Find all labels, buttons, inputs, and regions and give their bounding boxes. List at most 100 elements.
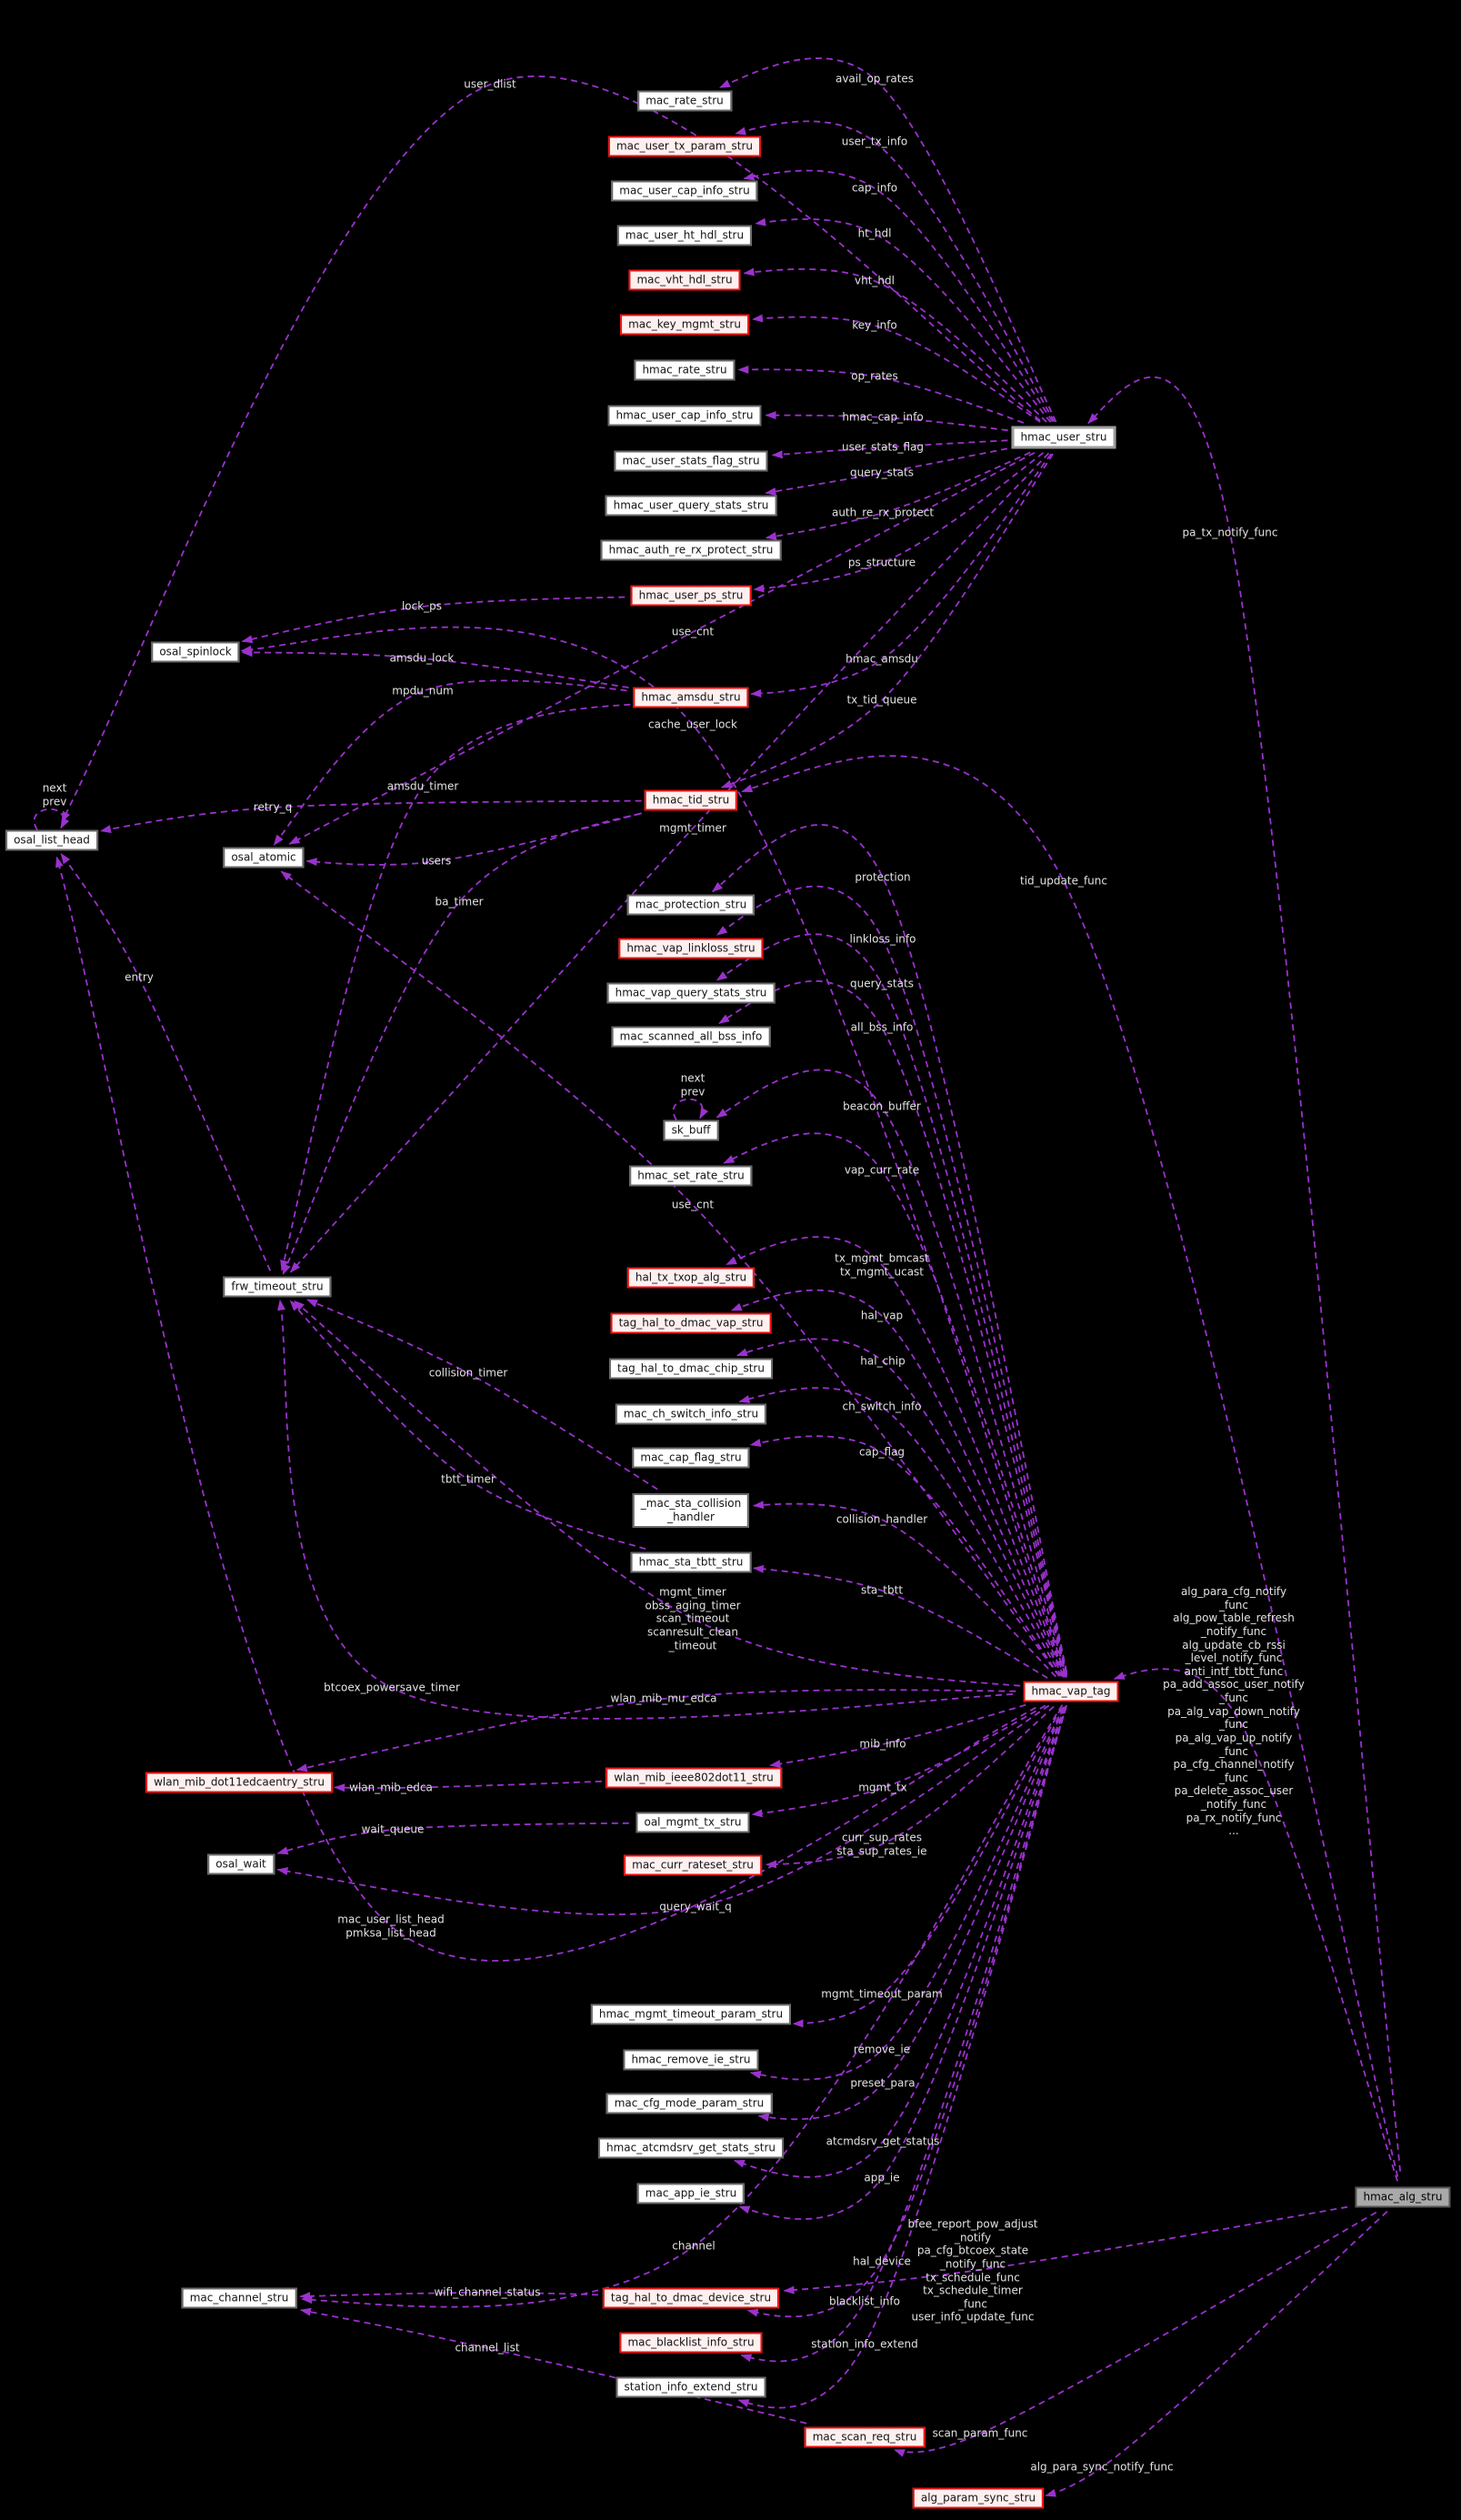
node-hmac_auth_re_rx_protect_stru[interactable]: hmac_auth_re_rx_protect_stru [600,539,782,561]
edge-hmac_alg_stru-mac_scan_req_stru-scan_param_func [894,2211,1377,2457]
node-station_info_extend_stru[interactable]: station_info_extend_stru [615,2376,766,2398]
node-hmac_vap_tag[interactable]: hmac_vap_tag [1023,1681,1119,1702]
edge-hmac_user_stru-mac_user_tx_param_stru-user_tx_info [735,120,1056,423]
node-frw_timeout_stru[interactable]: frw_timeout_stru [223,1276,332,1298]
node-mac_sta_collision_handler[interactable]: _mac_sta_collision _handler [632,1493,750,1528]
edge-hmac_user_stru-mac_key_mgmt_stru-key_info [752,314,1041,423]
edge-hmac_vap_tag-mac_protection_stru-protection [712,824,1068,1672]
edge-oal_mgmt_tx_stru-osal_wait-wait_queue [276,1822,629,1855]
edge-mac_sta_collision_handler-frw_timeout_stru-collision_timer [306,1299,658,1491]
edge-hmac_amsdu_stru-frw_timeout_stru-amsdu_timer [280,703,631,1271]
node-osal_list_head[interactable]: osal_list_head [5,829,98,851]
node-hmac_alg_stru[interactable]: hmac_alg_stru [1355,2186,1451,2208]
node-hmac_user_stru[interactable]: hmac_user_stru [1011,426,1116,449]
node-hmac_mgmt_timeout_param_stru[interactable]: hmac_mgmt_timeout_param_stru [590,2003,792,2025]
node-mac_user_cap_info_stru[interactable]: mac_user_cap_info_stru [611,180,758,202]
node-osal_spinlock[interactable]: osal_spinlock [151,641,240,663]
node-hmac_vap_query_stats_stru[interactable]: hmac_vap_query_stats_stru [606,982,776,1004]
edge-hmac_alg_stru-hmac_user_stru-pa_tx_notify_func [1087,376,1401,2172]
edge-hmac_vap_tag-mac_sta_collision_handler-collision_handler [753,1501,1057,1678]
edge-hmac_vap_tag-mac_channel_stru-channel [301,1704,1064,2308]
edge-hmac_amsdu_stru-osal_spinlock-amsdu_lock [241,648,629,688]
node-hmac_remove_ie_stru[interactable]: hmac_remove_ie_stru [623,2049,759,2071]
edge-mac_scan_req_stru-mac_channel_stru-channel_list [299,2307,807,2425]
node-wlan_mib_ieee802dot11_stru[interactable]: wlan_mib_ieee802dot11_stru [605,1767,782,1789]
edge-hmac_user_stru-hmac_auth_re_rx_protect_stru-auth_re_rx_protect [765,451,1031,540]
node-hmac_user_ps_stru[interactable]: hmac_user_ps_stru [630,585,752,607]
node-tag_hal_to_dmac_device_stru[interactable]: tag_hal_to_dmac_device_stru [602,2287,780,2309]
edge-hmac_alg_stru-tag_hal_to_dmac_device_stru-alg_device_funcs [783,2205,1348,2294]
edge-tag_hal_to_dmac_device_stru-mac_channel_stru-wifi_channel_status [299,2292,599,2301]
node-hmac_user_query_stats_stru[interactable]: hmac_user_query_stats_stru [605,495,777,517]
edge-hmac_user_stru-hmac_rate_stru-op_rates [737,366,1025,424]
node-hmac_amsdu_stru[interactable]: hmac_amsdu_stru [633,687,749,708]
edge-hmac_vap_tag-tag_hal_to_dmac_chip_stru-hal_chip [736,1338,1065,1678]
self-loop-sk_buff [672,1098,709,1120]
node-wlan_mib_dot11edcaentry_stru[interactable]: wlan_mib_dot11edcaentry_stru [145,1772,333,1793]
edge-hmac_vap_tag-osal_spinlock-cache_user_lock [240,626,1066,1677]
node-mac_vht_hdl_stru[interactable]: mac_vht_hdl_stru [628,269,741,291]
edge-hmac_vap_tag-tag_hal_to_dmac_vap_stru-hal_vap [730,1289,1065,1676]
edge-hmac_vap_tag-osal_atomic-use_cnt_vap [280,870,1060,1677]
edge-hmac_vap_tag-hmac_vap_query_stats_stru-query_stats_vap [715,933,1068,1675]
edge-hmac_user_stru-mac_vht_hdl_stru-vht_hdl [743,267,1047,423]
edge-hmac_tid_stru-osal_list_head-retry_q [100,799,642,833]
edge-hmac_tid_stru-osal_atomic-users [305,812,642,867]
node-oal_mgmt_tx_stru[interactable]: oal_mgmt_tx_stru [635,1812,750,1833]
node-mac_scan_req_stru[interactable]: mac_scan_req_stru [804,2426,926,2448]
node-mac_app_ie_stru[interactable]: mac_app_ie_stru [636,2183,746,2204]
edge-hmac_vap_tag-mac_cfg_mode_param_stru-preset_para [757,1708,1065,2122]
node-osal_atomic[interactable]: osal_atomic [223,847,305,868]
edge-hmac_vap_tag-oal_mgmt_tx_stru-mgmt_tx [751,1704,1046,1818]
node-hmac_user_cap_info_stru[interactable]: hmac_user_cap_info_stru [607,405,762,427]
edge-hmac_vap_tag-wlan_mib_ieee802dot11_stru-mib_info [769,1703,1026,1769]
node-mac_curr_rateset_stru[interactable]: mac_curr_rateset_stru [624,1854,762,1876]
edge-hmac_vap_tag-hal_tx_txop_alg_stru-tx_mgmt [725,1236,1066,1678]
edge-hmac_vap_tag-mac_cap_flag_stru-cap_flag [749,1435,1061,1677]
edge-hmac_vap_tag-tag_hal_to_dmac_device_stru-hal_device [746,1704,1068,2318]
node-mac_channel_stru[interactable]: mac_channel_stru [181,2287,297,2309]
node-alg_param_sync_stru[interactable]: alg_param_sync_stru [912,2487,1045,2509]
edge-hmac_user_stru-osal_atomic-use_cnt_user [288,452,1036,845]
node-mac_ch_switch_info_stru[interactable]: mac_ch_switch_info_stru [615,1403,767,1425]
edge-hmac_vap_tag-frw_timeout_stru-vap_timers [293,1300,1021,1687]
edge-hmac_vap_tag-osal_list_head-list_heads [55,856,1036,1963]
node-mac_rate_stru[interactable]: mac_rate_stru [637,90,732,112]
node-hmac_atcmdsrv_get_stats_stru[interactable]: hmac_atcmdsrv_get_stats_stru [598,2137,784,2159]
node-mac_cfg_mode_param_stru[interactable]: mac_cfg_mode_param_stru [605,2093,773,2114]
edge-hmac_alg_stru-hmac_vap_tag-alg_vap_funcs [1113,1668,1398,2182]
edge-hmac_user_stru-hmac_user_query_stats_stru-query_stats_user [765,447,1008,496]
node-mac_cap_flag_stru[interactable]: mac_cap_flag_stru [632,1447,750,1469]
node-mac_protection_stru[interactable]: mac_protection_stru [626,894,756,916]
node-mac_user_tx_param_stru[interactable]: mac_user_tx_param_stru [607,136,762,157]
edge-hmac_tid_stru-frw_timeout_stru-ba_timer [282,812,641,1276]
edge-hmac_user_stru-osal_list_head-user_dlist [61,75,1041,823]
edge-hmac_alg_stru-hmac_tid_stru-tid_update_func [741,755,1399,2177]
edge-hmac_vap_tag-mac_app_ie_stru-app_ie [738,1707,1066,2221]
node-hmac_vap_linkloss_stru[interactable]: hmac_vap_linkloss_stru [618,938,764,959]
node-tag_hal_to_dmac_vap_stru[interactable]: tag_hal_to_dmac_vap_stru [610,1312,772,1334]
node-hmac_sta_tbtt_stru[interactable]: hmac_sta_tbtt_stru [630,1551,752,1573]
node-sk_buff[interactable]: sk_buff [663,1119,719,1141]
node-mac_scanned_all_bss_info[interactable]: mac_scanned_all_bss_info [611,1026,771,1048]
node-hmac_tid_stru[interactable]: hmac_tid_stru [644,789,738,811]
node-hmac_rate_stru[interactable]: hmac_rate_stru [634,359,736,381]
edge-hmac_vap_tag-wlan_mib_dot11edcaentry_stru-wlan_mib_mu_edca [295,1689,1016,1772]
node-tag_hal_to_dmac_chip_stru[interactable]: tag_hal_to_dmac_chip_stru [609,1358,773,1380]
node-hmac_set_rate_stru[interactable]: hmac_set_rate_stru [629,1165,753,1187]
node-mac_user_stats_flag_stru[interactable]: mac_user_stats_flag_stru [614,450,768,472]
edge-hmac_vap_tag-mac_ch_switch_info_stru-ch_switch_info [738,1387,1063,1677]
node-mac_key_mgmt_stru[interactable]: mac_key_mgmt_stru [620,314,749,336]
edge-hmac_amsdu_stru-osal_atomic-mpdu_num [273,679,627,847]
edge-wlan_mib_ieee802dot11_stru-wlan_mib_dot11edcaentry_stru-wlan_mib_edca [334,1780,602,1792]
edge-hmac_vap_tag-hmac_mgmt_timeout_param_stru-mgmt_timeout_param [792,1707,1063,2028]
edge-hmac_vap_tag-osal_wait-query_wait_q [276,1704,1050,1915]
node-hal_tx_txop_alg_stru[interactable]: hal_tx_txop_alg_stru [626,1267,756,1289]
node-mac_blacklist_info_stru[interactable]: mac_blacklist_info_stru [619,2332,763,2354]
node-mac_user_ht_hdl_stru[interactable]: mac_user_ht_hdl_stru [616,225,753,246]
self-loop-osal_list_head [33,808,70,830]
edge-hmac_vap_tag-hmac_vap_linkloss_stru-linkloss_info [715,885,1068,1674]
node-osal_wait[interactable]: osal_wait [207,1853,275,1875]
